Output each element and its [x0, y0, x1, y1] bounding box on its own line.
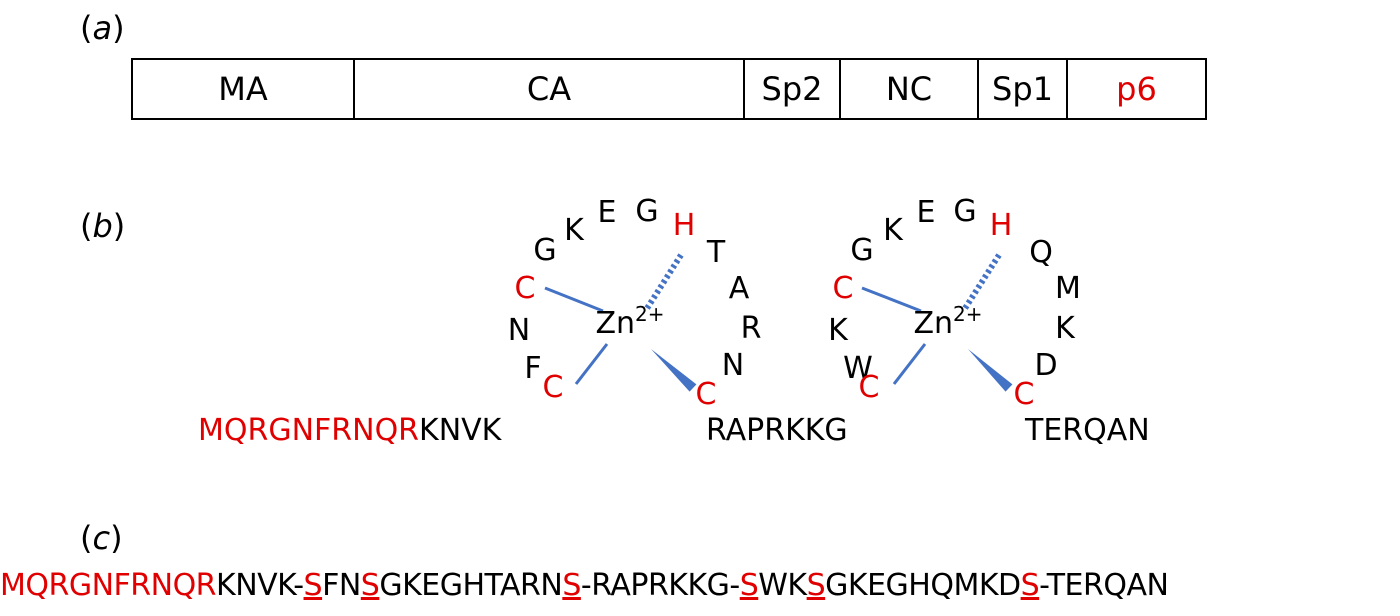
- coordination-bonds: [544, 253, 1013, 392]
- finger1-residue: N: [508, 313, 530, 348]
- zinc-ion-1: Zn2+: [595, 302, 664, 341]
- sequence-fragment: MQRGNFRNQR: [0, 568, 217, 603]
- finger2-residue: Q: [1029, 235, 1053, 270]
- linker-sequences: MQRGNFRNQRKNVK RAPRKKG TERQAN: [198, 413, 1150, 448]
- finger1-residue: N: [722, 348, 744, 383]
- panel-letter-c: c: [92, 519, 111, 557]
- sequence-fragment: WK: [758, 568, 807, 603]
- finger1-residue: R: [741, 311, 762, 346]
- finger2-residue: K: [883, 213, 904, 248]
- bond-c2-zn1: [574, 343, 609, 385]
- finger2-residue: D: [1034, 348, 1057, 383]
- sequence-fragment: KNVK-: [216, 568, 304, 603]
- finger2-residue: K: [1055, 311, 1076, 346]
- finger1-residue: G: [533, 233, 556, 268]
- substituted-serine: S: [360, 568, 380, 603]
- substituted-serine: S: [562, 568, 581, 603]
- panel-letter-a: a: [92, 9, 113, 47]
- finger1-residue: K: [564, 213, 585, 248]
- finger1-residue: C: [543, 370, 564, 405]
- finger2-residue: C: [859, 370, 880, 405]
- substituted-serine: S: [1020, 568, 1040, 603]
- sequence-fragment: GKEGHTARN: [379, 568, 563, 603]
- finger2-residue: K: [828, 313, 849, 348]
- bond-c4-zn2: [861, 286, 922, 313]
- finger1-residue: F: [524, 351, 541, 386]
- segment-ma: MA: [133, 60, 355, 118]
- bond-h2-zn2: [961, 253, 1002, 312]
- finger1-residue: G: [635, 194, 658, 229]
- gag-domain-bar: MA CA Sp2 NC Sp1 p6: [131, 58, 1207, 120]
- panel-label-a: (a): [80, 9, 125, 47]
- zinc-ions: Zn2+ Zn2+: [595, 302, 982, 341]
- bond-c1-zn1: [544, 286, 604, 313]
- panel-label-b: (b): [80, 207, 126, 245]
- zinc-ion-2: Zn2+: [913, 302, 982, 341]
- finger2-residue: M: [1055, 271, 1081, 306]
- finger1-residue: A: [729, 271, 750, 306]
- segment-label: NC: [885, 70, 933, 108]
- segment-label: Sp1: [992, 70, 1053, 108]
- bond-c5-zn2: [892, 343, 927, 385]
- finger1-residue: C: [696, 377, 717, 412]
- panel-letter-b: b: [92, 207, 113, 245]
- finger1-residue: E: [598, 195, 617, 230]
- segment-label: MA: [218, 70, 268, 108]
- c-terminal-linker: TERQAN: [1024, 413, 1150, 448]
- bond-c3-zn1: [651, 349, 697, 392]
- finger2-residue: E: [917, 195, 936, 230]
- finger2-residue: G: [850, 233, 873, 268]
- finger2-residue: C: [833, 271, 854, 306]
- sequence-fragment: -TERQAN: [1039, 568, 1169, 603]
- sequence-fragment: FN: [322, 568, 361, 603]
- substituted-serine: S: [806, 568, 826, 603]
- substituted-serine: S: [303, 568, 323, 603]
- segment-nc: NC: [841, 60, 979, 118]
- segment-label: p6: [1116, 70, 1157, 108]
- n-terminal-linker: MQRGNFRNQRKNVK: [198, 413, 503, 448]
- bond-c6-zn2: [968, 349, 1013, 392]
- bond-h1-zn1: [643, 253, 684, 312]
- segment-p6: p6: [1068, 60, 1205, 118]
- segment-label: CA: [526, 70, 572, 108]
- segment-sp2: Sp2: [745, 60, 841, 118]
- finger1-residue: T: [706, 235, 726, 270]
- segment-label: Sp2: [761, 70, 823, 108]
- finger1-residue: C: [515, 271, 536, 306]
- middle-linker: RAPRKKG: [706, 413, 848, 448]
- panel-label-c: (c): [80, 519, 123, 557]
- substituted-serine: S: [739, 568, 759, 603]
- segment-ca: CA: [355, 60, 745, 118]
- finger2-residue: H: [990, 208, 1013, 243]
- sequence-fragment: GKEGHQMKD: [825, 568, 1021, 603]
- finger2-residue: G: [953, 194, 976, 229]
- p6-sequence: MQRGNFRNQRKNVK-SFNSGKEGHTARNS-RAPRKKG-SW…: [0, 568, 1400, 603]
- finger2-residue: W: [843, 351, 873, 386]
- finger1-residue: H: [673, 208, 696, 243]
- sequence-fragment: -RAPRKKG-: [580, 568, 740, 603]
- segment-sp1: Sp1: [979, 60, 1068, 118]
- finger2-residue: C: [1014, 377, 1035, 412]
